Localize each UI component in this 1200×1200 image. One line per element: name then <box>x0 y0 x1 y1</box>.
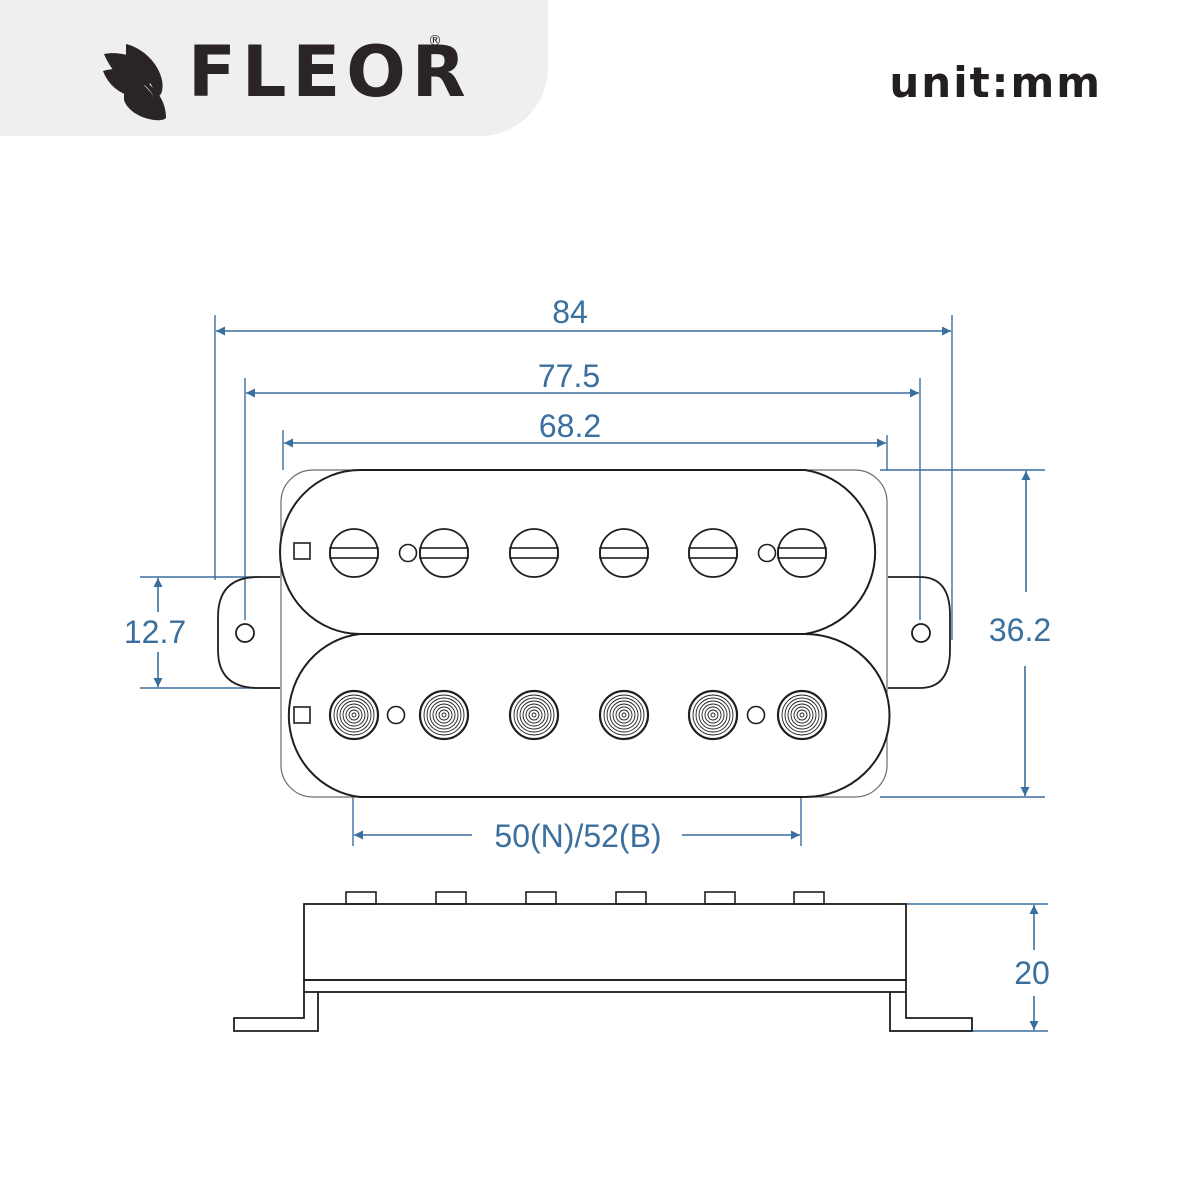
slug-pole <box>328 689 380 741</box>
dim-ear-height: 12.7 <box>124 614 186 650</box>
adjust-hole <box>757 543 777 563</box>
dim-overall-width: 84 <box>552 294 588 330</box>
adjust-hole <box>398 543 418 563</box>
leaf-icon <box>103 44 166 121</box>
slug-pole <box>687 689 739 741</box>
dim-cover-width: 68.2 <box>539 408 601 444</box>
slug-pole <box>776 689 828 741</box>
left-mounting-hole <box>235 623 255 643</box>
side-right-foot <box>889 992 973 1032</box>
logo-panel <box>0 0 548 136</box>
coil-marker-square <box>293 542 311 560</box>
screw-pole <box>599 528 649 578</box>
screw-pole <box>688 528 738 578</box>
side-cover <box>303 903 907 981</box>
left-mounting-ear <box>217 576 280 689</box>
registered-mark: ® <box>428 33 442 49</box>
right-mounting-ear <box>888 576 951 689</box>
side-pole <box>345 891 377 905</box>
dim-cover-height: 36.2 <box>989 612 1051 648</box>
extension-lines <box>140 315 1048 1032</box>
screw-pole <box>329 528 379 578</box>
brand-name: FLEOR <box>188 31 472 113</box>
screw-pole <box>419 528 469 578</box>
adjust-hole <box>746 705 766 725</box>
side-baseplate <box>303 979 907 993</box>
screw-pole <box>777 528 827 578</box>
slug-pole <box>508 689 560 741</box>
dim-pole-spacing: 50(N)/52(B) <box>494 818 661 854</box>
pickup-top-view <box>217 469 951 798</box>
slug-pole <box>598 689 650 741</box>
side-pole <box>525 891 557 905</box>
dimension-arrows <box>153 326 1039 1030</box>
coil-marker-square <box>293 706 311 724</box>
dim-mounting-spacing: 77.5 <box>538 358 600 394</box>
side-pole <box>793 891 825 905</box>
side-pole <box>615 891 647 905</box>
unit-label: unit:mm <box>889 58 1102 107</box>
side-pole <box>704 891 736 905</box>
slug-coil-bobbin <box>287 633 891 798</box>
pickup-side-view <box>233 891 973 1032</box>
side-left-foot <box>233 992 319 1032</box>
right-mounting-hole <box>911 623 931 643</box>
side-pole <box>435 891 467 905</box>
slug-pole <box>418 689 470 741</box>
dim-height: 20 <box>1014 955 1050 991</box>
screw-pole <box>509 528 559 578</box>
adjust-hole <box>386 705 406 725</box>
